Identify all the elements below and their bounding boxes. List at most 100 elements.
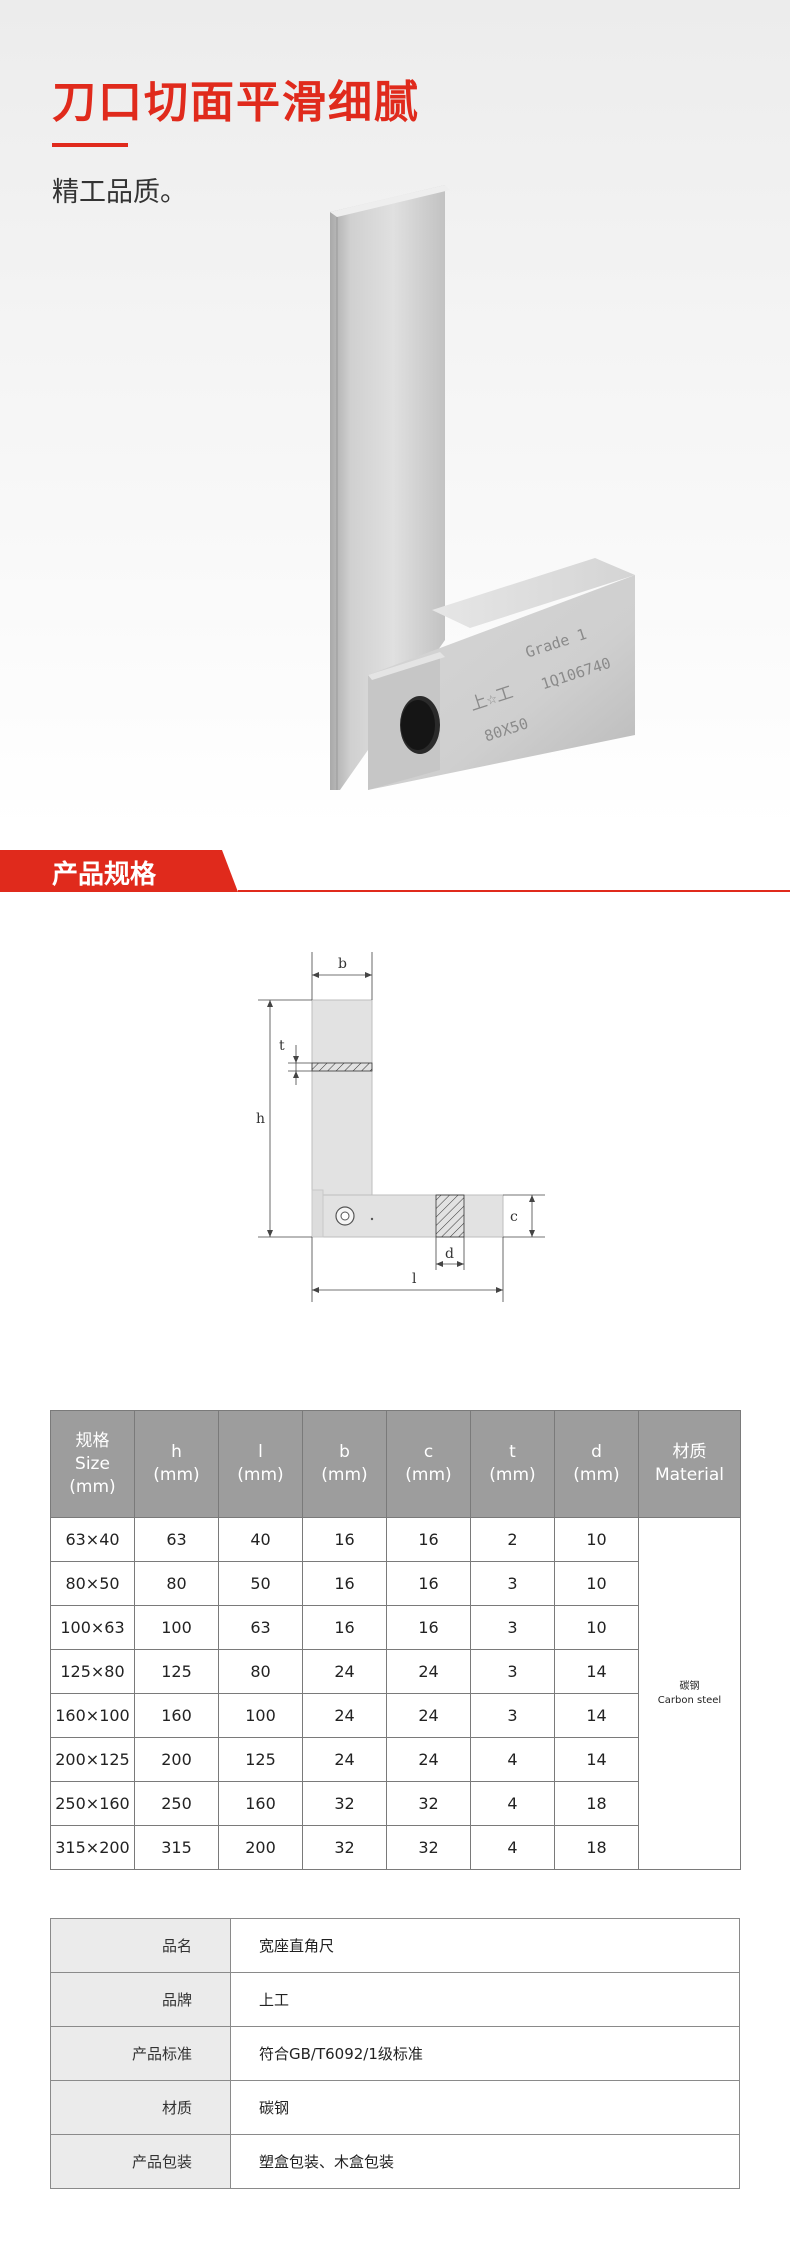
cell-l: 40	[218, 1517, 303, 1562]
header-l: l(mm)	[218, 1410, 303, 1518]
cell-h: 250	[134, 1781, 219, 1826]
cell-h: 100	[134, 1605, 219, 1650]
cell-t: 3	[470, 1605, 555, 1650]
cell-c: 16	[386, 1517, 471, 1562]
cell-d: 14	[554, 1693, 639, 1738]
cell-d: 10	[554, 1561, 639, 1606]
info-row-standard: 产品标准 符合GB/T6092/1级标准	[50, 2026, 740, 2081]
cell-c: 16	[386, 1561, 471, 1606]
cell-b: 24	[302, 1649, 387, 1694]
title-underline	[52, 143, 128, 147]
section-title: 产品规格	[52, 860, 157, 890]
cell-b: 32	[302, 1825, 387, 1870]
cell-b: 16	[302, 1561, 387, 1606]
dim-label-d: d	[445, 1246, 454, 1262]
cell-c: 32	[386, 1781, 471, 1826]
cell-t: 4	[470, 1781, 555, 1826]
info-value: 上工	[230, 1972, 740, 2027]
cell-c: 24	[386, 1649, 471, 1694]
info-row-brand: 品牌 上工	[50, 1972, 740, 2027]
cell-t: 3	[470, 1561, 555, 1606]
info-label: 品牌	[50, 1972, 231, 2027]
cell-t: 3	[470, 1649, 555, 1694]
hero-subtitle: 精工品质。	[52, 177, 187, 208]
cell-l: 125	[218, 1737, 303, 1782]
cell-h: 200	[134, 1737, 219, 1782]
header-d: d(mm)	[554, 1410, 639, 1518]
cell-b: 16	[302, 1605, 387, 1650]
dim-label-t: t	[279, 1038, 285, 1054]
cell-size: 200×125	[50, 1737, 135, 1782]
cell-t: 4	[470, 1825, 555, 1870]
cell-h: 63	[134, 1517, 219, 1562]
table-row: 100×63 100 63 16 16 3 10	[50, 1605, 741, 1650]
cell-size: 100×63	[50, 1605, 135, 1650]
info-value: 符合GB/T6092/1级标准	[230, 2026, 740, 2081]
info-label: 产品包装	[50, 2134, 231, 2189]
table-row: 160×100 160 100 24 24 3 14	[50, 1693, 741, 1738]
cell-h: 80	[134, 1561, 219, 1606]
cell-d: 18	[554, 1781, 639, 1826]
cell-d: 10	[554, 1517, 639, 1562]
section-header-bar	[0, 850, 790, 892]
header-c: c(mm)	[386, 1410, 471, 1518]
info-row-name: 品名 宽座直角尺	[50, 1918, 740, 1973]
cell-c: 16	[386, 1605, 471, 1650]
cell-d: 14	[554, 1737, 639, 1782]
cell-l: 100	[218, 1693, 303, 1738]
cell-l: 50	[218, 1561, 303, 1606]
cell-t: 4	[470, 1737, 555, 1782]
cell-h: 125	[134, 1649, 219, 1694]
dim-label-h: h	[256, 1111, 265, 1127]
cell-d: 10	[554, 1605, 639, 1650]
info-value: 宽座直角尺	[230, 1918, 740, 1973]
cell-b: 16	[302, 1517, 387, 1562]
header-b: b(mm)	[302, 1410, 387, 1518]
dim-label-b: b	[338, 956, 347, 972]
cell-t: 2	[470, 1517, 555, 1562]
table-row: 315×200 315 200 32 32 4 18	[50, 1825, 741, 1870]
table-row: 200×125 200 125 24 24 4 14	[50, 1737, 741, 1782]
cell-size: 63×40	[50, 1517, 135, 1562]
table-row: 125×80 125 80 24 24 3 14	[50, 1649, 741, 1694]
header-t: t(mm)	[470, 1410, 555, 1518]
cell-b: 32	[302, 1781, 387, 1826]
product-image-try-square: Grade 1 1Q106740 上☆工 80X50	[330, 185, 635, 790]
dim-label-c: c	[510, 1209, 518, 1225]
cell-size: 160×100	[50, 1693, 135, 1738]
dimension-diagram: b t h c d l	[256, 952, 545, 1302]
cell-size: 315×200	[50, 1825, 135, 1870]
header-h: h(mm)	[134, 1410, 219, 1518]
info-label: 产品标准	[50, 2026, 231, 2081]
dim-label-l: l	[412, 1271, 417, 1287]
cell-d: 14	[554, 1649, 639, 1694]
info-row-packaging: 产品包装 塑盒包装、木盒包装	[50, 2134, 740, 2189]
cell-b: 24	[302, 1693, 387, 1738]
cell-l: 160	[218, 1781, 303, 1826]
info-row-material: 材质 碳钢	[50, 2080, 740, 2135]
cell-l: 63	[218, 1605, 303, 1650]
cell-size: 250×160	[50, 1781, 135, 1826]
info-value: 碳钢	[230, 2080, 740, 2135]
cell-size: 80×50	[50, 1561, 135, 1606]
cell-b: 24	[302, 1737, 387, 1782]
cell-size: 125×80	[50, 1649, 135, 1694]
info-label: 材质	[50, 2080, 231, 2135]
info-value: 塑盒包装、木盒包装	[230, 2134, 740, 2189]
table-row: 80×50 80 50 16 16 3 10	[50, 1561, 741, 1606]
info-label: 品名	[50, 1918, 231, 1973]
table-row: 250×160 250 160 32 32 4 18	[50, 1781, 741, 1826]
cell-c: 32	[386, 1825, 471, 1870]
hero-title: 刀口切面平滑细腻	[52, 77, 420, 128]
cell-l: 200	[218, 1825, 303, 1870]
product-info-table: 品名 宽座直角尺 品牌 上工 产品标准 符合GB/T6092/1级标准 材质 碳…	[50, 1918, 740, 2189]
cell-c: 24	[386, 1693, 471, 1738]
cell-h: 315	[134, 1825, 219, 1870]
cell-l: 80	[218, 1649, 303, 1694]
cell-h: 160	[134, 1693, 219, 1738]
